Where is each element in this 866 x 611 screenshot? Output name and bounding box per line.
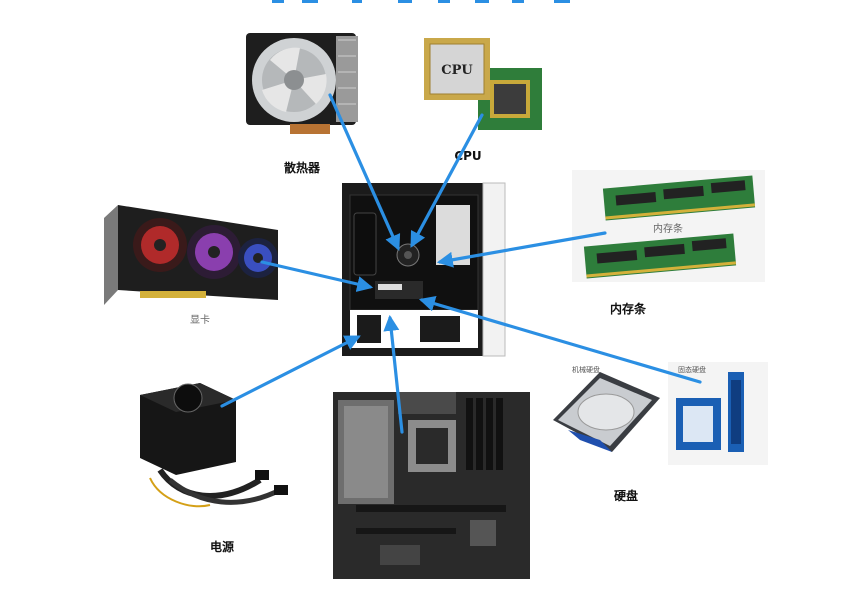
cpu-image	[424, 38, 542, 130]
arrow-gpu	[260, 260, 374, 292]
hdd-image	[553, 372, 660, 452]
psu-label: 电源	[210, 539, 234, 554]
pc-case-image	[342, 182, 506, 357]
motherboard-image	[333, 392, 530, 579]
ram-image	[572, 170, 765, 282]
gpu-label: 显卡	[190, 313, 210, 326]
hdd-caption: 机械硬盘	[572, 365, 600, 374]
title-fragment	[272, 0, 570, 3]
ssd-caption: 固态硬盘	[678, 365, 706, 374]
storage-label: 硬盘	[614, 488, 638, 503]
cooler-image	[246, 33, 358, 134]
cooler-label: 散热器	[284, 160, 321, 175]
ram-label: 内存条	[610, 301, 647, 316]
psu-image	[140, 383, 288, 508]
arrow-psu	[220, 335, 361, 408]
arrow-cpu	[410, 113, 484, 248]
connector-arrows	[220, 93, 702, 434]
arrow-ram	[436, 231, 607, 268]
ram-stick-text: 内存条	[653, 222, 683, 235]
arrow-motherboard	[383, 314, 404, 434]
ssd-image	[668, 362, 768, 465]
gpu-image	[104, 205, 278, 305]
arrow-cooler	[328, 93, 401, 251]
arrow-storage	[418, 295, 702, 384]
cpu-chip-text: CPU	[441, 63, 473, 78]
